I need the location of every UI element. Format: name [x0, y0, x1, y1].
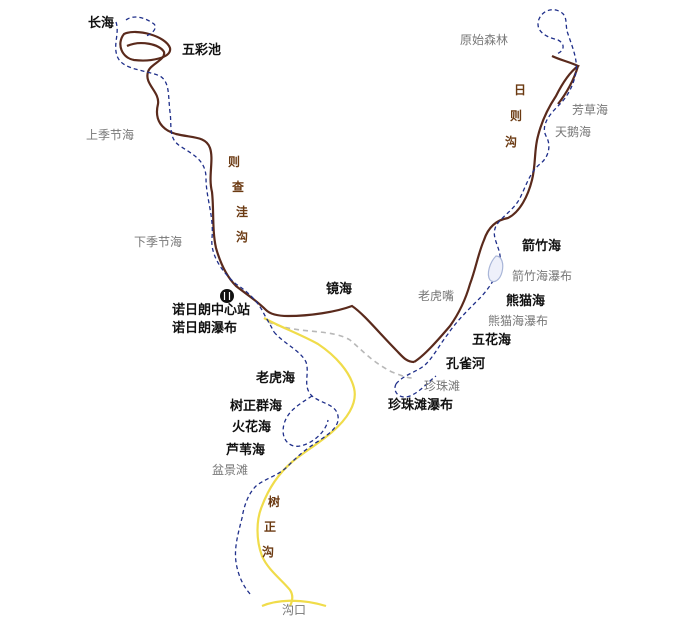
jianzhuhai-falls-marker [487, 255, 504, 283]
label-changhai: 长海 [88, 16, 115, 31]
trail-zechawa [115, 21, 275, 333]
label-nuorilang-falls: 诺日朗瀑布 [172, 321, 238, 336]
label-nuorilang-center: 诺日朗中心站 [172, 303, 251, 318]
label-shangjijiehai: 上季节海 [86, 128, 135, 142]
grey-connector-path [267, 321, 413, 379]
label-luweihai: 芦苇海 [226, 443, 266, 458]
label-huohuahai: 火花海 [232, 420, 272, 435]
label-jianzhuhai: 箭竹海 [522, 239, 562, 254]
shuzheng-road [256, 317, 356, 608]
label-shuzhengqunhai: 树正群海 [230, 399, 283, 414]
label-goukou: 沟口 [282, 603, 307, 617]
valley-rize-1: 日 [514, 83, 527, 97]
label-laohuhai: 老虎海 [256, 371, 296, 386]
label-wuhuahai: 五花海 [472, 333, 512, 348]
valley-zechawa-3: 洼 [236, 205, 249, 219]
label-xiajijiehai: 下季节海 [134, 235, 183, 249]
trail-rize-low [394, 375, 437, 398]
label-wucaichi: 五彩池 [182, 43, 222, 58]
valley-zechawa-4: 沟 [236, 230, 249, 244]
rize-road-spur [557, 65, 580, 105]
label-fangcaohai: 芳草海 [572, 103, 609, 117]
trail-shuzheng-loop [282, 395, 329, 447]
label-jinghai: 镜海 [326, 282, 353, 297]
label-tianehai: 天鹅海 [555, 125, 592, 139]
label-laohuzui: 老虎嘴 [418, 289, 455, 303]
label-zhenzhutan-falls: 珍珠滩瀑布 [388, 398, 454, 413]
trail-top-branch [125, 16, 156, 37]
label-xiongmaohai-falls: 熊猫海瀑布 [488, 314, 549, 328]
valley-shuzheng-3: 沟 [262, 545, 275, 559]
label-kongquehe: 孔雀河 [446, 357, 486, 372]
valley-zechawa-1: 则 [228, 155, 241, 169]
trail-rize [395, 9, 578, 385]
valley-rize-2: 则 [510, 109, 523, 123]
label-jianzhuhai-falls: 箭竹海瀑布 [512, 269, 573, 283]
restaurant-icon [220, 289, 234, 303]
valley-shuzheng-2: 正 [264, 520, 277, 534]
rize-road [413, 55, 581, 363]
valley-zechawa-2: 查 [232, 180, 245, 194]
label-xiongmaohai: 熊猫海 [506, 294, 546, 309]
trail-shuzheng [234, 331, 339, 597]
label-zhenzhutan: 珍珠滩 [424, 379, 461, 393]
zechawa-road [126, 42, 415, 364]
label-yuanshisenlin: 原始森林 [460, 33, 509, 47]
valley-rize-3: 沟 [505, 135, 518, 149]
label-penjingtan: 盆景滩 [212, 463, 249, 477]
valley-shuzheng-1: 树 [268, 495, 281, 509]
